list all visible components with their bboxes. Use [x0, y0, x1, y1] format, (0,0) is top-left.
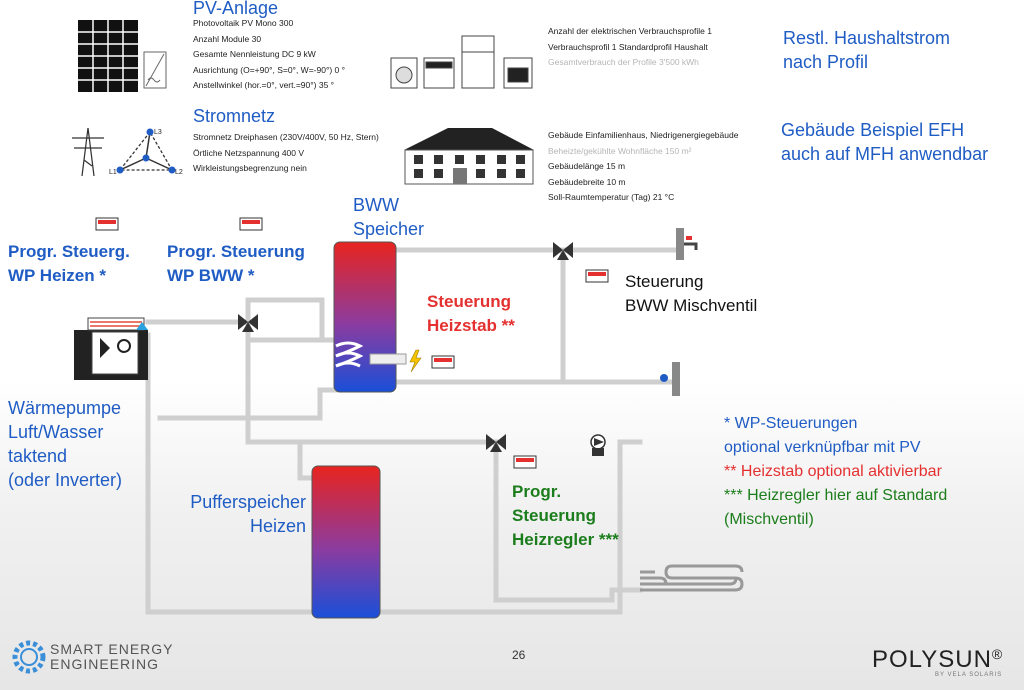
polysun-mark: ®	[991, 646, 1003, 662]
ctrl-wp-bww-label: Progr. Steuerung WP BWW *	[167, 240, 305, 288]
inverter-icon	[143, 51, 167, 89]
heat-pump-icon	[74, 317, 148, 380]
logo-line: ENGINEERING	[50, 656, 160, 672]
heatpump-line: (oder Inverter)	[8, 470, 123, 490]
buffer-line: Pufferspeicher	[190, 492, 306, 512]
ctrl-heater-line: Heizstab **	[427, 316, 515, 335]
bww-coil-icon	[335, 341, 364, 368]
lightning-icon	[409, 349, 422, 373]
logo-line: SMART ENERGY	[50, 641, 174, 657]
building-line: Gebäudelänge 15 m	[548, 161, 626, 171]
phase-label-l1: L1	[109, 169, 117, 176]
polysun-sub: BY VELA SOLARIS	[934, 672, 1003, 678]
consumption-heading-line: Restl. Haushaltstrom	[783, 28, 951, 48]
bww-label-line: BWW	[353, 195, 399, 215]
note-line: optional verknüpfbar mit PV	[724, 439, 921, 456]
page-number: 26	[512, 648, 526, 662]
ctrl-heater-line: Steuerung	[427, 292, 512, 311]
grid-spec-line: Stromnetz Dreiphasen (230V/400V, 50 Hz, …	[193, 132, 379, 142]
mixing-valve-icon	[238, 314, 258, 332]
three-phase-star-icon: L3 L1 L2	[109, 128, 183, 176]
controller-icon	[239, 217, 263, 231]
ctrl-bww-mix-line: Steuerung	[625, 272, 704, 291]
pump-icon	[590, 434, 606, 456]
heatpump-line: Wärmepumpe	[8, 398, 122, 418]
bww-label: BWW Speicher	[353, 193, 424, 241]
ctrl-wp-bww-line: WP BWW *	[167, 266, 255, 285]
controller-icon	[585, 269, 609, 283]
ctrl-heating-label: Progr. Steuerung Heizregler ***	[512, 480, 619, 552]
pv-spec-line: Gesamte Nennleistung DC 9 kW	[193, 49, 316, 59]
consumption-specs: Anzahl der elektrischen Verbrauchsprofil…	[548, 24, 768, 71]
grid-spec-line: Wirkleistungsbegrenzung nein	[193, 163, 307, 173]
pv-spec-line: Photovoltaik PV Mono 300	[193, 18, 294, 28]
heatpump-line: taktend	[8, 446, 68, 466]
grid-specs: Stromnetz Dreiphasen (230V/400V, 50 Hz, …	[193, 130, 403, 177]
heatpump-line: Luft/Wasser	[8, 422, 104, 442]
building-line: Gebäude Einfamilienhaus, Niedrigenergieg…	[548, 130, 739, 140]
building-specs: Gebäude Einfamilienhaus, Niedrigenergieg…	[548, 128, 778, 206]
polysun-logo: POLYSUN® BY VELA SOLARIS	[872, 646, 1002, 678]
buffer-tank	[311, 465, 381, 619]
ctrl-wp-heat-line: Progr. Steuerg.	[8, 242, 130, 261]
note-line: * WP-Steuerungen	[724, 415, 858, 432]
controller-icon	[95, 217, 119, 231]
consumption-heading-line: nach Profil	[783, 52, 869, 72]
grid-spec-line: Örtliche Netzspannung 400 V	[193, 147, 305, 158]
smart-energy-logo-icon	[12, 640, 46, 674]
heating-rod-icon	[369, 353, 407, 365]
note-line: *** Heizregler hier auf Standard	[724, 487, 948, 504]
grid-title: Stromnetz	[193, 106, 276, 126]
ctrl-wp-bww-line: Progr. Steuerung	[167, 242, 305, 261]
building-line: Soll-Raumtemperatur (Tag) 21 °C	[548, 192, 675, 202]
ctrl-heater-label: Steuerung Heizstab **	[427, 290, 515, 338]
outlet-valve-icon	[660, 362, 680, 396]
bww-label-line: Speicher	[353, 219, 425, 239]
house-icon	[404, 128, 534, 185]
building-heading-line: auch auf MFH anwendbar	[781, 144, 989, 164]
building-line-muted: Beheizte/gekühlte Wohnfläche 150 m²	[548, 145, 692, 156]
notes: * WP-Steuerungen optional verknüpfbar mi…	[724, 412, 947, 532]
ctrl-wp-heat-label: Progr. Steuerg. WP Heizen *	[8, 240, 130, 288]
note-line: (Mischventil)	[724, 511, 814, 528]
consumption-heading: Restl. Haushaltstrom nach Profil	[783, 26, 950, 74]
pv-specs: Photovoltaik PV Mono 300 Anzahl Module 3…	[193, 16, 383, 94]
consumption-line: Anzahl der elektrischen Verbrauchsprofil…	[548, 26, 712, 36]
mixing-valve-icon	[486, 434, 506, 452]
ctrl-heating-line: Heizregler ***	[512, 530, 619, 549]
polysun-brand: POLYSUN	[872, 646, 992, 673]
ctrl-heating-line: Steuerung	[512, 506, 597, 525]
mixing-valve-icon	[553, 242, 573, 260]
building-heading-line: Gebäude Beispiel EFH	[781, 120, 965, 140]
buffer-line: Heizen	[249, 516, 306, 536]
ctrl-heating-line: Progr.	[512, 482, 562, 501]
bww-tank	[333, 241, 397, 393]
appliances-icon	[390, 35, 533, 89]
pipe-network	[145, 247, 683, 615]
pv-spec-line: Anstellwinkel (hor.=0°, vert.=90°) 35 °	[193, 80, 335, 90]
phase-label-l2: L2	[175, 169, 183, 176]
pv-panel-icon	[78, 20, 138, 92]
ctrl-bww-mix-line: BWW Mischventil	[625, 296, 758, 315]
smart-energy-logo-text: SMART ENERGY ENGINEERING	[50, 642, 174, 672]
heatpump-label: Wärmepumpe Luft/Wasser taktend (oder Inv…	[8, 396, 122, 492]
pv-spec-line: Ausrichtung (O=+90°, S=0°, W=-90°) 0 °	[193, 64, 346, 75]
water-tap-icon	[676, 228, 698, 260]
controller-icon	[431, 355, 455, 369]
consumption-line: Verbrauchsprofil 1 Standardprofil Hausha…	[548, 41, 708, 52]
underfloor-heating-loop	[640, 564, 744, 592]
note-line: ** Heizstab optional aktivierbar	[724, 463, 942, 480]
pv-title: PV-Anlage	[193, 0, 279, 18]
pv-spec-line: Anzahl Module 30	[193, 33, 262, 44]
buffer-label: Pufferspeicher Heizen	[176, 490, 306, 538]
phase-label-l3: L3	[154, 129, 162, 136]
pylon-icon	[72, 127, 104, 177]
controller-icon	[513, 455, 537, 469]
ctrl-wp-heat-line: WP Heizen *	[8, 266, 106, 285]
consumption-line-muted: Gesamtverbrauch der Profile 3'500 kWh	[548, 57, 699, 67]
ctrl-bww-mix-label: Steuerung BWW Mischventil	[625, 270, 757, 318]
building-line: Gebäudebreite 10 m	[548, 176, 626, 187]
building-heading: Gebäude Beispiel EFH auch auf MFH anwend…	[781, 118, 988, 166]
